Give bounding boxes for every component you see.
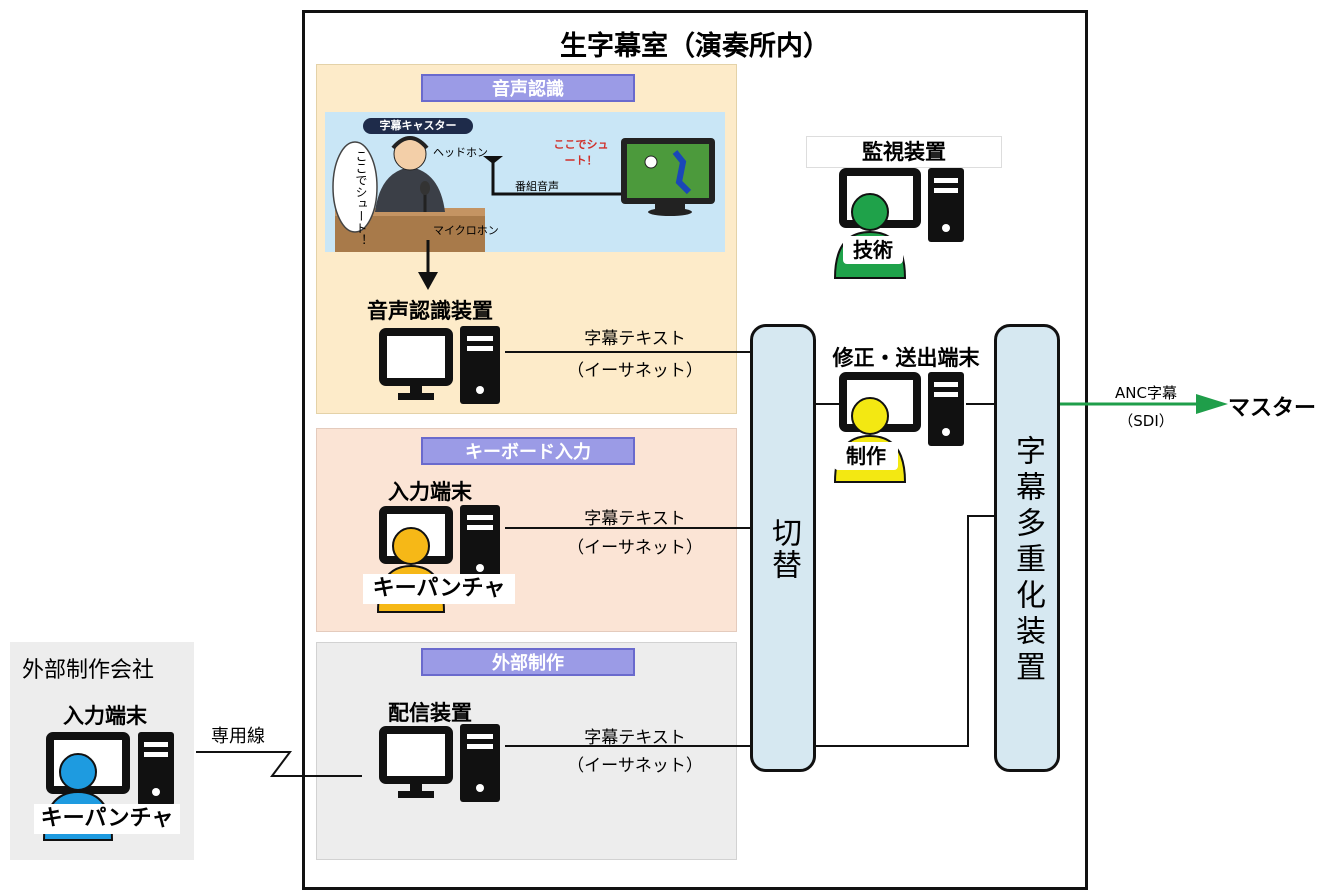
caster-tag: 字幕キャスター	[379, 119, 457, 132]
caster-illustration: 字幕キャスター ヘッドホン 番組音声 マイクロホン ここでシュート！ ここでシュ…	[325, 112, 725, 252]
section-label-keyboard: キーボード入力	[421, 437, 635, 465]
sdi-label: （SDI）	[1118, 412, 1174, 430]
microphone-label: マイクロホン	[433, 224, 499, 237]
anc-output-arrowhead	[1196, 394, 1228, 414]
anc-label: ANC字幕	[1115, 384, 1177, 402]
mic-to-asr-arrowhead	[418, 272, 438, 290]
link-ethernet-1: （イーサネット）	[567, 361, 703, 381]
headphone-label: ヘッドホン	[433, 146, 488, 159]
switch-label: 切替	[766, 517, 801, 581]
distribution-computer-icon	[379, 724, 500, 802]
link-ethernet-2: （イーサネット）	[567, 538, 703, 558]
asr-device-title: 音声認識装置	[367, 299, 493, 323]
soccer-ball	[644, 155, 658, 169]
switch-bypass-line	[816, 515, 994, 747]
tv-caption: ここでシュート！	[553, 138, 609, 167]
role-ext-keypuncher: キーパンチャ	[34, 804, 180, 834]
program-audio-arrowhead	[483, 156, 503, 164]
tv-screen	[627, 144, 709, 198]
illustration-graphics	[332, 118, 715, 252]
link-ethernet-3: （イーサネット）	[567, 756, 703, 776]
link-text-1: 字幕テキスト	[584, 329, 686, 349]
section-label-voice: 音声認識	[421, 74, 635, 102]
leased-line	[196, 751, 362, 777]
mic-head	[420, 181, 430, 195]
role-keypuncher: キーパンチャ	[363, 574, 515, 604]
input-terminal-title: 入力端末	[388, 480, 472, 504]
external-company-title: 外部制作会社	[22, 658, 155, 683]
caster-tag-bg	[363, 118, 473, 134]
tv-stand	[655, 204, 685, 209]
player-figure	[672, 150, 692, 195]
monitor-device-title: 監視装置	[806, 136, 1002, 168]
master-label: マスター	[1228, 396, 1317, 421]
distribution-device-title: 配信装置	[388, 701, 472, 725]
caster-body	[375, 167, 445, 212]
link-text-3: 字幕テキスト	[584, 728, 686, 748]
switch-box: 切替	[750, 324, 816, 772]
program-audio-line	[491, 162, 621, 196]
link-text-2: 字幕テキスト	[584, 509, 686, 529]
asr-computer-icon	[379, 326, 500, 404]
caption-mux-box: 字幕多重化装置	[994, 324, 1060, 772]
caption-mux-label: 字幕多重化装置	[1010, 435, 1045, 687]
ext-input-terminal-title: 入力端末	[63, 704, 147, 728]
speech-text: ここでシュート！	[354, 150, 368, 246]
role-production: 制作	[834, 442, 898, 470]
studio-title: 生字幕室（演奏所内）	[560, 31, 830, 62]
program-audio-label: 番組音声	[515, 180, 559, 193]
correction-terminal-title: 修正・送出端末	[832, 346, 980, 370]
tv-base	[648, 208, 692, 216]
speech-bubble	[332, 141, 378, 233]
section-label-external: 外部制作	[421, 648, 635, 676]
role-tech: 技術	[843, 236, 903, 264]
leased-line-label: 専用線	[211, 726, 265, 747]
headphone-band	[391, 136, 429, 150]
